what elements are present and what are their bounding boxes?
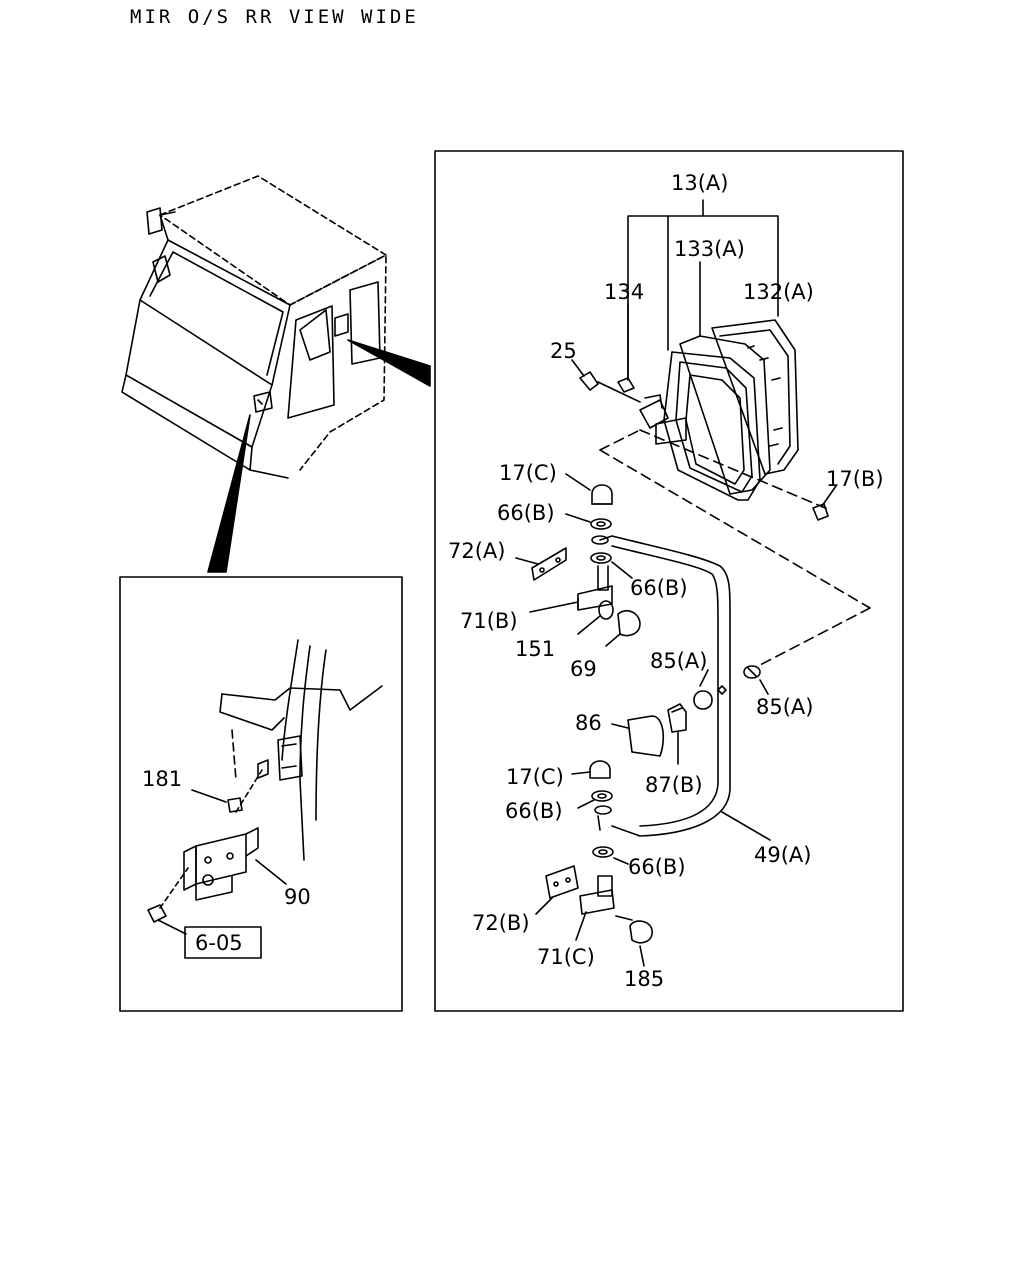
label-69: 69 — [570, 657, 597, 681]
label-17c-upper: 17(C) — [499, 461, 557, 485]
label-185: 185 — [624, 967, 664, 991]
mirror-head-illustration — [639, 319, 799, 501]
label-13a: 13(A) — [671, 171, 728, 195]
label-66b-2: 66(B) — [630, 576, 688, 600]
label-71c: 71(C) — [537, 945, 595, 969]
label-25: 25 — [550, 339, 577, 363]
label-6-05: 6-05 — [195, 931, 243, 955]
label-132a: 132(A) — [743, 280, 814, 304]
label-72a: 72(A) — [448, 539, 505, 563]
diagram-title: MIR O/S RR VIEW WIDE — [130, 6, 419, 28]
label-85a-right: 85(A) — [756, 695, 813, 719]
truck-cab-illustration — [121, 175, 387, 479]
ref-box-6-05 — [184, 926, 262, 959]
label-17c-lower: 17(C) — [506, 765, 564, 789]
label-87b: 87(B) — [645, 773, 703, 797]
callout-wedge-lower — [207, 414, 251, 573]
label-66b-3: 66(B) — [505, 799, 563, 823]
detail-panel-frame — [119, 576, 403, 1012]
label-85a-left: 85(A) — [650, 649, 707, 673]
label-181: 181 — [142, 767, 182, 791]
label-72b: 72(B) — [472, 911, 530, 935]
label-66b-1: 66(B) — [497, 501, 555, 525]
label-71b: 71(B) — [460, 609, 518, 633]
label-134: 134 — [604, 280, 644, 304]
label-49a: 49(A) — [754, 843, 811, 867]
main-panel-frame — [434, 150, 904, 1012]
label-86: 86 — [575, 711, 602, 735]
fender-bracket-illustration — [147, 639, 383, 935]
label-133a: 133(A) — [674, 237, 745, 261]
callout-wedge-upper — [347, 339, 431, 387]
label-90: 90 — [284, 885, 311, 909]
label-17b: 17(B) — [826, 467, 884, 491]
label-151: 151 — [515, 637, 555, 661]
label-66b-4: 66(B) — [628, 855, 686, 879]
